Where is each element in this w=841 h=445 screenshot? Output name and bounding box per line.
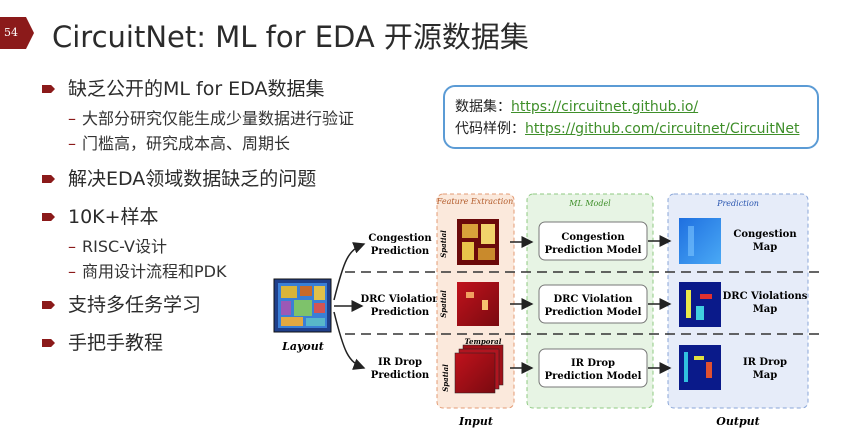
ml-model-label: ML Model — [568, 199, 611, 208]
model-label-line: Prediction Model — [545, 371, 642, 382]
dataset-link[interactable]: https://circuitnet.github.io/ — [511, 99, 699, 115]
sub-bullet-text: 商用设计流程和PDK — [82, 262, 227, 281]
spatial-label: Spatial — [441, 364, 450, 392]
sub-bullet-item: –大部分研究仅能生成少量数据进行验证 — [68, 109, 355, 128]
congestion-output-map — [679, 218, 721, 264]
bullet-item: 缺乏公开的ML for EDA数据集 — [40, 72, 430, 106]
layout-image — [273, 278, 332, 333]
congestion-input-map — [457, 219, 499, 265]
sub-bullet-item: –RISC-V设计 — [68, 237, 167, 256]
bullet-text: 缺乏公开的ML for EDA数据集 — [68, 78, 325, 100]
temporal-label: Temporal — [465, 337, 502, 346]
sub-bullet-item: –商用设计流程和PDK — [68, 262, 227, 281]
model-label-line: DRC Violation — [553, 294, 633, 305]
code-label: 代码样例： — [455, 121, 525, 137]
model-label-line: Prediction Model — [545, 245, 642, 256]
bullet-arrow-icon — [42, 213, 55, 221]
bullet-arrow-icon — [42, 339, 55, 347]
spatial-label: Spatial — [439, 230, 448, 258]
output-label-line: IR Drop — [743, 357, 787, 368]
drc-model-box — [538, 284, 648, 324]
resource-links-box: 数据集：https://circuitnet.github.io/ 代码样例：h… — [443, 85, 819, 149]
model-label-line: IR Drop — [571, 358, 615, 369]
model-label-line: Prediction Model — [545, 307, 642, 318]
bullet-arrow-icon — [42, 175, 55, 183]
bullet-item: 手把手教程 — [40, 326, 430, 360]
output-label-line: Map — [753, 304, 778, 315]
dataset-link-row: 数据集：https://circuitnet.github.io/ — [455, 96, 817, 118]
page-number: 54 — [4, 26, 18, 39]
bullet-item: 解决EDA领域数据缺乏的问题 — [40, 162, 430, 196]
branch-arrow-congestion — [333, 242, 366, 301]
code-link-row: 代码样例：https://github.com/circuitnet/Circu… — [455, 118, 817, 140]
bullet-text: 解决EDA领域数据缺乏的问题 — [68, 168, 317, 190]
sub-bullet-text: 门槛高，研究成本高、周期长 — [82, 134, 291, 153]
bullet-text: 支持多任务学习 — [68, 294, 202, 316]
input-label: Input — [458, 415, 493, 428]
dataset-label: 数据集： — [455, 99, 511, 115]
output-label-line: Map — [753, 370, 778, 381]
bullet-arrow-icon — [42, 85, 55, 93]
bullet-item: 10K+样本 — [40, 200, 430, 234]
output-label: Output — [716, 415, 759, 428]
task-label-line: IR Drop — [378, 357, 422, 368]
irdrop-output-map — [679, 345, 721, 390]
bullet-item: 支持多任务学习 — [40, 288, 430, 322]
model-label-line: Congestion — [561, 232, 625, 243]
bullet-arrow-icon — [42, 301, 55, 309]
layout-label: Layout — [281, 340, 324, 353]
bullet-text: 10K+样本 — [68, 206, 159, 228]
task-label-line: Prediction — [371, 246, 430, 257]
sub-bullet-text: RISC-V设计 — [82, 237, 167, 256]
task-label-line: Congestion — [368, 233, 432, 244]
task-label-line: Prediction — [371, 370, 430, 381]
prediction-label: Prediction — [716, 199, 759, 208]
page-number-badge: 54 — [0, 17, 34, 49]
irdrop-input-map — [454, 344, 504, 394]
spatial-label: Spatial — [439, 290, 448, 318]
output-label-line: Map — [753, 242, 778, 253]
sub-bullet-item: –门槛高，研究成本高、周期长 — [68, 134, 291, 153]
drc-output-map — [679, 282, 721, 327]
drc-input-map — [457, 282, 499, 326]
bullet-text: 手把手教程 — [68, 332, 164, 354]
sub-bullet-text: 大部分研究仅能生成少量数据进行验证 — [82, 109, 355, 128]
bullet-list: 缺乏公开的ML for EDA数据集 –大部分研究仅能生成少量数据进行验证 –门… — [40, 72, 430, 360]
output-label-line: Congestion — [733, 229, 797, 240]
congestion-model-box — [538, 221, 648, 261]
branch-arrow-irdrop — [333, 311, 366, 370]
page-badge-shape — [0, 17, 34, 49]
task-label-line: Prediction — [371, 307, 430, 318]
feature-extraction-label: Feature Extraction — [436, 197, 513, 206]
irdrop-model-box — [538, 348, 648, 388]
slide-title: CircuitNet: ML for EDA 开源数据集 — [52, 20, 529, 54]
output-label-line: DRC Violations — [723, 291, 808, 302]
task-label-line: DRC Violation — [360, 294, 440, 305]
code-link[interactable]: https://github.com/circuitnet/CircuitNet — [525, 121, 800, 137]
